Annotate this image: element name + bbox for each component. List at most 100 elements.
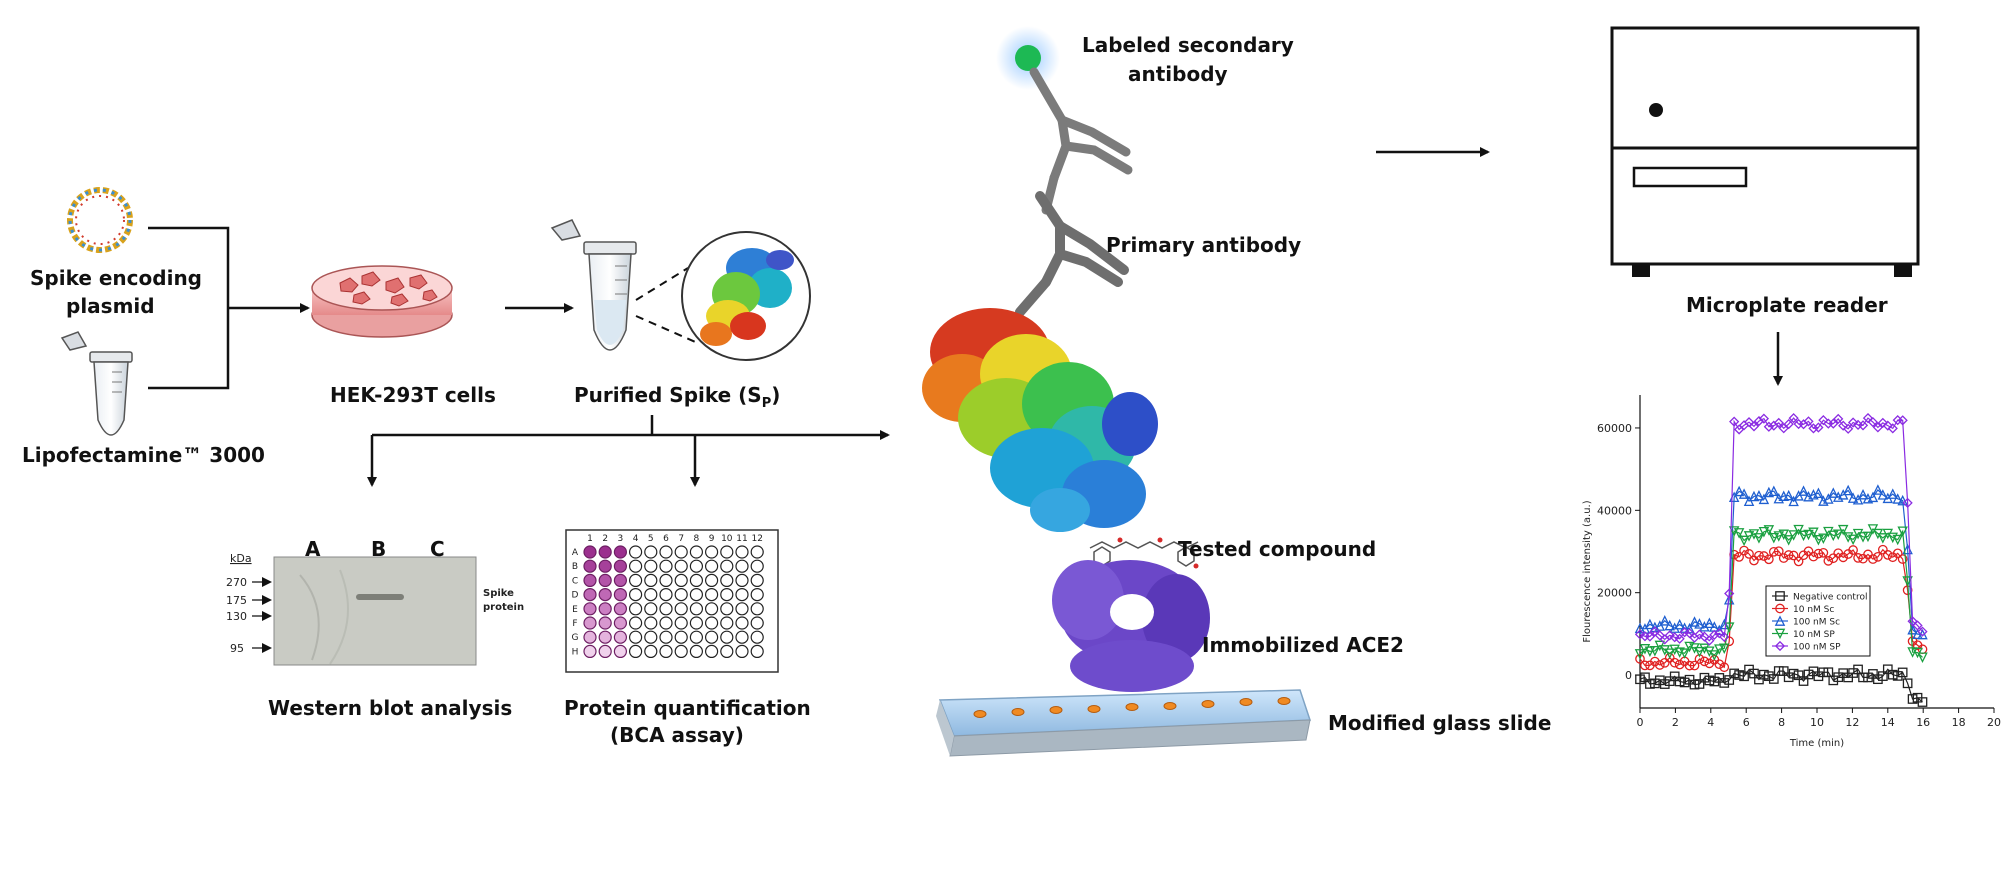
data-point: [1803, 416, 1814, 427]
data-point: [1659, 645, 1671, 656]
data-point: [1847, 492, 1859, 503]
data-point: [1818, 547, 1829, 558]
data-point: [1640, 660, 1650, 671]
lane-a-label: A: [305, 537, 321, 561]
marker-270: 270: [226, 576, 247, 589]
data-point: [1689, 616, 1700, 627]
marker-130: 130: [226, 610, 247, 623]
plate-well: [750, 644, 764, 659]
data-point: [1823, 556, 1834, 566]
plate-well: [613, 644, 628, 659]
data-point: [1684, 660, 1695, 671]
data-point: [1902, 678, 1913, 689]
data-point: [1704, 617, 1715, 629]
lipofectamine-tube-icon: [60, 331, 133, 436]
data-point: [1674, 676, 1685, 687]
plate-well: [674, 602, 688, 616]
protein-quantification-label-line2: (BCA assay): [610, 723, 744, 747]
plate-well: [689, 573, 704, 588]
data-point: [1798, 485, 1809, 496]
plate-well: [750, 616, 764, 630]
data-point: [1877, 671, 1888, 681]
data-point: [1783, 550, 1794, 560]
data-point: [1788, 530, 1799, 541]
data-point: [1917, 697, 1928, 707]
data-point: [1833, 413, 1844, 425]
data-point: [1754, 550, 1764, 561]
plate-well: [735, 587, 749, 602]
data-point: [1659, 657, 1670, 668]
plate-column-label: 7: [678, 534, 684, 544]
data-point: [1868, 669, 1878, 679]
data-point: [1775, 591, 1785, 601]
data-point: [1788, 550, 1799, 561]
plate-well: [644, 559, 658, 573]
chart-xlabel: Time (min): [1789, 738, 1844, 749]
glass-slide-icon: [936, 689, 1312, 757]
data-point: [1773, 666, 1784, 676]
branch-connector: [367, 415, 890, 487]
data-point: [1867, 491, 1879, 503]
data-point: [1709, 650, 1720, 661]
data-point: [1654, 630, 1665, 641]
legend-label: 10 nM Sc: [1793, 605, 1834, 615]
band-label-line1: Spike: [483, 588, 514, 599]
data-point: [1917, 626, 1928, 637]
x-tick-label: 4: [1707, 716, 1714, 729]
data-point: [1679, 677, 1690, 688]
data-point: [1699, 621, 1710, 632]
legend-label: Negative control: [1793, 593, 1867, 603]
data-point: [1892, 671, 1903, 681]
plate-well: [674, 616, 688, 630]
data-point: [1723, 594, 1735, 605]
plate-well: [720, 630, 734, 644]
data-point: [1877, 544, 1888, 555]
plate-well: [598, 644, 612, 659]
plate-well: [689, 602, 704, 616]
hek-label: HEK-293T cells: [330, 383, 496, 407]
plate-well: [628, 602, 643, 616]
lipofectamine-label: Lipofectamine™ 3000: [22, 443, 265, 467]
data-point: [1714, 644, 1725, 655]
data-point: [1768, 674, 1779, 684]
data-point: [1758, 527, 1770, 538]
legend-label: 100 nM Sc: [1793, 618, 1840, 628]
data-point: [1640, 672, 1650, 683]
data-point: [1694, 618, 1705, 629]
data-point: [1818, 533, 1829, 545]
plate-well: [659, 644, 673, 659]
plate-well: [644, 630, 658, 644]
data-point: [1654, 620, 1666, 631]
x-tick-label: 16: [1916, 716, 1930, 729]
data-point: [1877, 533, 1889, 544]
plate-row-label: A: [572, 548, 579, 558]
data-point: [1775, 603, 1785, 614]
data-point: [1764, 554, 1774, 565]
data-point: [1842, 484, 1854, 496]
plate-well: [735, 644, 749, 659]
plate-well: [704, 630, 719, 644]
data-point: [1684, 674, 1695, 685]
data-point: [1813, 548, 1824, 559]
data-point: [1783, 418, 1794, 430]
spike-protein-structure-icon: [700, 248, 794, 346]
data-point: [1902, 497, 1913, 509]
data-point: [1882, 420, 1893, 431]
lane-c-label: C: [430, 537, 445, 561]
plate-well: [659, 573, 673, 588]
data-point: [1808, 423, 1819, 434]
plate-well: [644, 587, 658, 602]
plate-well: [735, 559, 749, 573]
data-point: [1644, 618, 1656, 630]
plate-well: [659, 587, 673, 602]
plate-well: [704, 587, 719, 602]
data-point: [1857, 532, 1869, 543]
plate-well: [735, 573, 749, 588]
data-point: [1828, 530, 1839, 542]
data-point: [1733, 485, 1745, 497]
plate-well: [704, 616, 719, 630]
fluorescence-chart: Flourescence intensity (a.u.) Time (min)…: [1582, 395, 2001, 749]
plate-well: [674, 644, 688, 659]
plate-well: [598, 602, 612, 616]
data-point: [1674, 659, 1685, 670]
